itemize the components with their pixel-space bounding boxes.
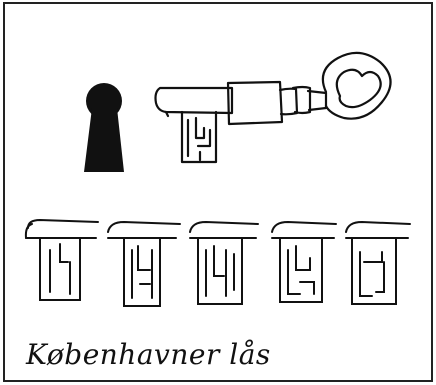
illustration-frame (3, 2, 433, 382)
key-icon (154, 51, 392, 164)
keyhole-icon (84, 83, 124, 172)
bit-variant-5 (345, 220, 411, 305)
bit-variant-1 (24, 218, 99, 301)
caption-text: Københavner lås (26, 338, 271, 371)
bit-variant-3 (189, 220, 259, 305)
bit-variant-4 (271, 220, 337, 303)
bit-variant-2 (107, 220, 181, 307)
